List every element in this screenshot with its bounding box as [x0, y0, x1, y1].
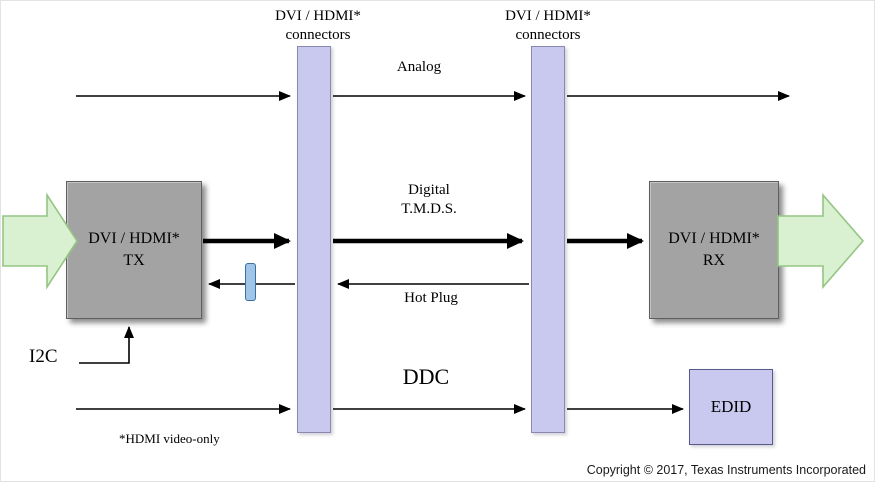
- copyright-notice: Copyright © 2017, Texas Instruments Inco…: [586, 463, 866, 477]
- hot-plug-component: [245, 263, 256, 301]
- edid-box: EDID: [689, 369, 773, 445]
- hot-plug-signal-label: Hot Plug: [404, 290, 458, 306]
- connector-label-left: DVI / HDMI* connectors: [248, 7, 388, 45]
- tx-box-label-line2: TX: [123, 252, 145, 269]
- connector-label-right-line2: connectors: [515, 27, 581, 43]
- hdmi-footnote: *HDMI video-only: [119, 431, 220, 446]
- dvi-hdmi-tx-box: DVI / HDMI* TX: [66, 181, 202, 319]
- dvi-hdmi-connector-bar-left: [297, 46, 331, 433]
- connector-label-right: DVI / HDMI* connectors: [478, 7, 618, 45]
- connector-label-right-line1: DVI / HDMI*: [505, 8, 591, 24]
- i2c-line: [79, 326, 134, 364]
- analog-signal-label: Analog: [396, 59, 442, 75]
- connector-label-left-line2: connectors: [285, 27, 351, 43]
- output-flow-arrow: [777, 192, 865, 290]
- digital-label-line1: Digital: [408, 182, 450, 198]
- i2c-signal-label: I2C: [29, 346, 58, 367]
- digital-label-line2: T.M.D.S.: [401, 201, 457, 217]
- tx-box-label-line1: DVI / HDMI*: [88, 230, 180, 247]
- connector-label-left-line1: DVI / HDMI*: [275, 8, 361, 24]
- edid-box-label: EDID: [710, 397, 752, 416]
- dvi-hdmi-connector-bar-right: [531, 46, 565, 433]
- rx-box-label-line1: DVI / HDMI*: [668, 230, 760, 247]
- ddc-signal-label: DDC: [402, 364, 450, 389]
- rx-box-label-line2: RX: [702, 252, 726, 269]
- dvi-hdmi-rx-box: DVI / HDMI* RX: [649, 181, 779, 319]
- digital-tmds-signal-label: Digital T.M.D.S.: [379, 181, 479, 219]
